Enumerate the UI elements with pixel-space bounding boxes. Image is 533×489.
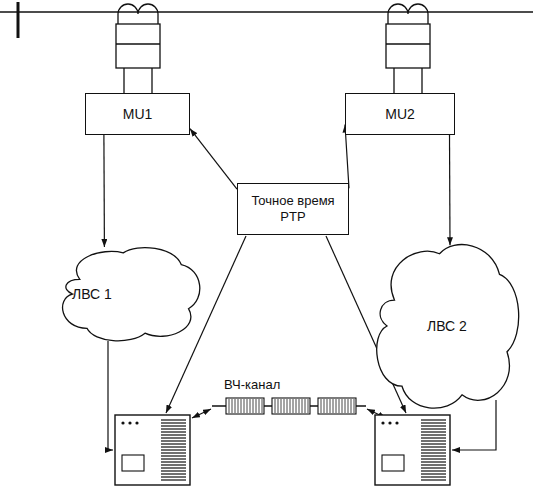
arrow-connector	[449, 135, 451, 245]
current-transformer	[386, 4, 430, 93]
node-label: MU1	[123, 106, 153, 123]
lan-cloud: ЛВС 1	[58, 245, 203, 343]
current-transformer	[116, 4, 160, 93]
node-label: Точное время PTP	[238, 193, 348, 224]
node-label: ЛВС 2	[427, 318, 467, 335]
terminal-devices	[115, 415, 450, 485]
hf-filters	[226, 398, 356, 414]
arrow-connector	[190, 129, 237, 190]
merging-unit-box: MU2	[345, 93, 455, 135]
merging-unit-box: MU1	[85, 93, 190, 135]
power-line	[0, 11, 533, 12]
arrow-connector	[103, 135, 105, 247]
time-source-box: Точное время PTP	[237, 183, 349, 235]
lan-cloud: ЛВС 2	[372, 240, 522, 412]
node-label: MU2	[385, 106, 415, 123]
channel-label: ВЧ-канал	[222, 377, 282, 392]
node-label: ЛВС 1	[72, 286, 112, 303]
busbar-mark	[17, 2, 20, 38]
